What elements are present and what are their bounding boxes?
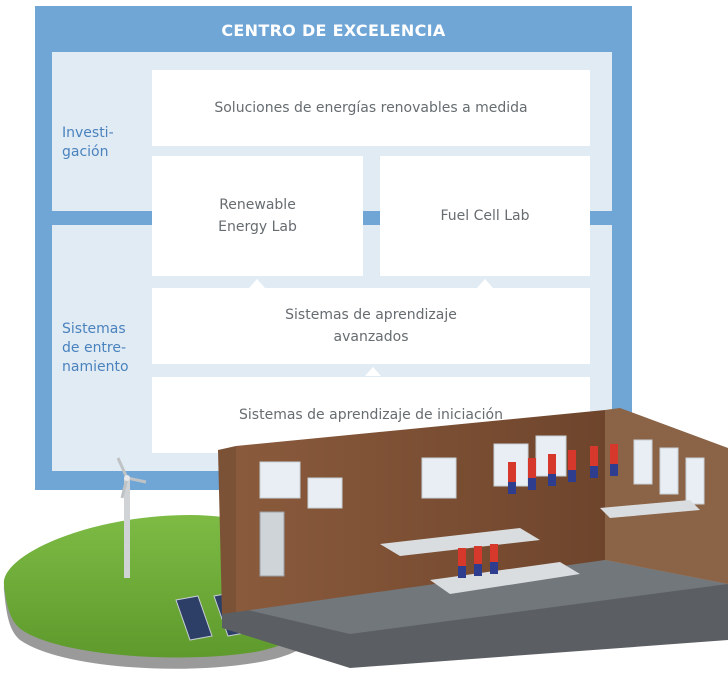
wind-turbine (116, 457, 147, 578)
fuel-cell-lab-box: Fuel Cell Lab (380, 156, 590, 276)
arrow-to-fuel-cell-lab (477, 279, 493, 288)
training-label-line-2: de entre- (62, 340, 127, 356)
renewable-lab-line-1: Renewable (219, 197, 296, 213)
custom-solutions-text: Soluciones de energías renovables a medi… (214, 100, 528, 116)
renewable-lab-line-2: Energy Lab (218, 219, 297, 235)
advanced-systems-box: Sistemas de aprendizaje avanzados (152, 288, 590, 364)
research-label-line-2: gación (62, 144, 109, 160)
fuel-cell-lab-text: Fuel Cell Lab (440, 208, 530, 224)
intro-systems-text: Sistemas de aprendizaje de iniciación (239, 407, 503, 423)
arrow-to-advanced-systems (365, 367, 381, 376)
advanced-systems-line-2: avanzados (333, 329, 409, 345)
lab-building (218, 408, 728, 668)
arrow-to-renewable-lab (249, 279, 265, 288)
research-label-line-1: Investi- (62, 125, 114, 141)
diagram-title: CENTRO DE EXCELENCIA (221, 20, 446, 40)
advanced-systems-line-1: Sistemas de aprendizaje (285, 307, 457, 323)
research-label: Investi- gación (62, 124, 114, 162)
training-label-line-3: namiento (62, 359, 129, 375)
training-label: Sistemas de entre- namiento (62, 320, 129, 377)
training-label-line-1: Sistemas (62, 321, 126, 337)
custom-solutions-box: Soluciones de energías renovables a medi… (152, 70, 590, 146)
renewable-energy-lab-box: Renewable Energy Lab (152, 156, 363, 276)
